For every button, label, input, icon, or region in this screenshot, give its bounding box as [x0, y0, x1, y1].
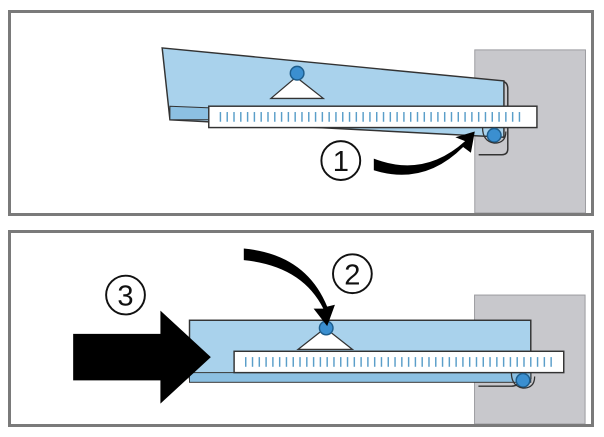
step-1-marker: 1	[320, 140, 362, 181]
step-1-number: 1	[333, 146, 349, 178]
housing-base	[189, 372, 532, 383]
hinge-plate	[296, 327, 355, 350]
latch-hook	[481, 127, 507, 144]
rail-ticks	[219, 112, 521, 122]
latch-pin	[515, 372, 531, 388]
latch-hook	[510, 372, 536, 389]
mounting-rail	[233, 350, 565, 374]
press-down-arrow-icon	[243, 248, 335, 327]
step-2-number: 2	[344, 259, 360, 291]
hinge-plate	[269, 76, 326, 100]
step-1-illustration: 1	[161, 47, 586, 213]
step-3-marker: 3	[105, 274, 146, 316]
step-2-3-illustration: 2 3	[73, 248, 586, 424]
step-2-marker: 2	[332, 253, 373, 295]
panel-step-1: 1	[8, 10, 594, 216]
rail-ticks	[245, 357, 552, 367]
latch-pin	[486, 127, 502, 143]
pivot-pin-top	[289, 65, 305, 81]
panel-step-2-3: 2 3	[8, 230, 594, 427]
mounting-rail	[208, 105, 538, 129]
rotate-arrow-icon	[373, 131, 475, 175]
push-arrow-icon	[73, 310, 211, 404]
step-3-number: 3	[117, 281, 133, 313]
